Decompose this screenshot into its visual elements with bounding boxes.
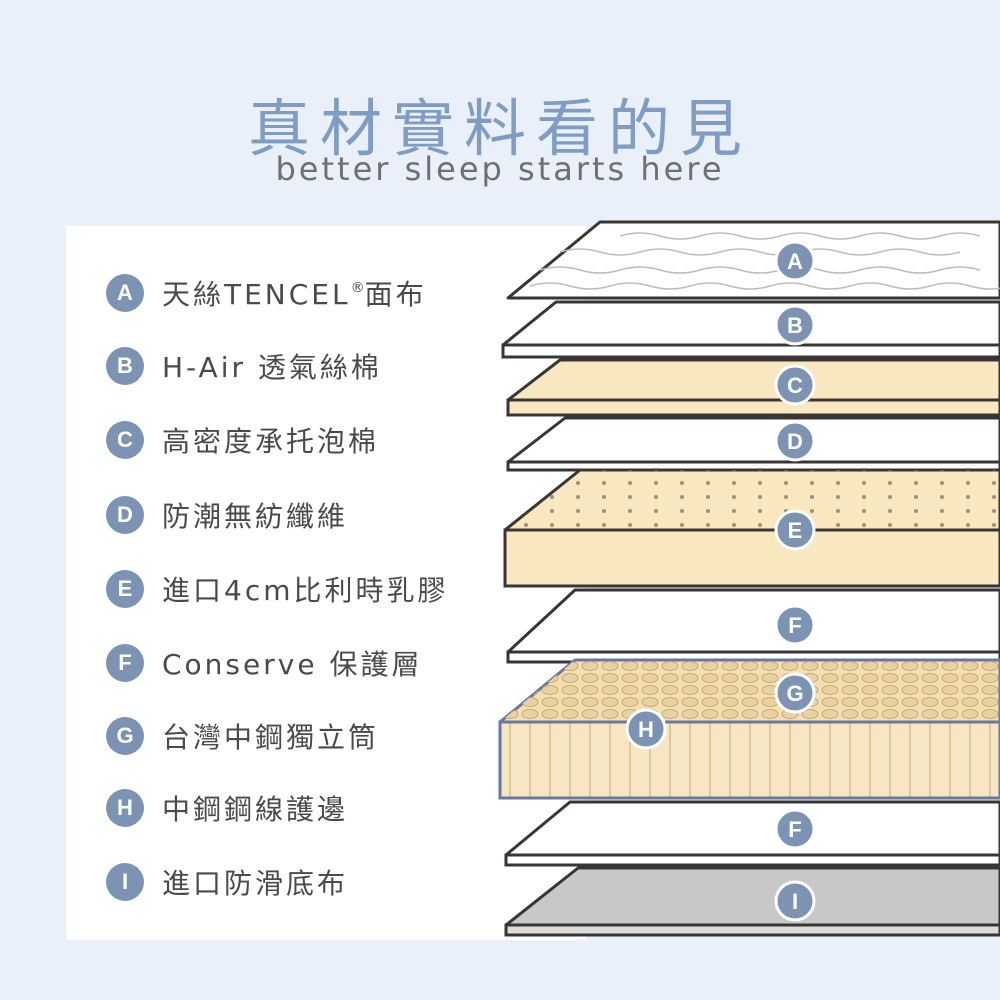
page-subtitle: better sleep starts here [275, 150, 725, 188]
layer-marker-f-bottom: F [774, 808, 816, 850]
legend-label-c: 高密度承托泡棉 [162, 425, 380, 458]
legend-item-b: B H-Air 透氣絲棉 [106, 346, 382, 386]
layer-g-springs [498, 658, 1000, 800]
layer-a-cover [506, 220, 1000, 300]
legend-item-a: A 天絲TENCEL®面布 [106, 273, 427, 313]
svg-text:I: I [792, 889, 798, 914]
layer-marker-h: H [625, 708, 667, 750]
legend-panel [66, 226, 586, 940]
badge-g: G [106, 717, 144, 755]
layer-marker-c: C [774, 364, 816, 406]
page-title: 真材實料看的見 [247, 92, 752, 165]
legend-label-f: Conserve 保護層 [162, 648, 423, 681]
legend-item-i: I 進口防滑底布 [106, 862, 348, 902]
svg-text:H: H [638, 717, 654, 742]
layer-c-foam [506, 358, 1000, 417]
svg-text:F: F [788, 817, 801, 842]
layer-f-conserve-bottom [504, 800, 1000, 867]
layer-f-conserve-top [506, 588, 1000, 664]
svg-text:A: A [787, 249, 803, 274]
layer-marker-e: E [774, 509, 816, 551]
badge-e: E [106, 570, 144, 608]
svg-text:B: B [787, 313, 803, 338]
legend-item-h: H 中鋼鋼線護邊 [106, 788, 348, 828]
badge-b: B [106, 347, 144, 385]
badge-h: H [106, 789, 144, 827]
layer-marker-g: G [774, 672, 816, 714]
layer-e-latex [503, 468, 1000, 588]
svg-text:E: E [788, 518, 803, 543]
legend-label-h: 中鋼鋼線護邊 [162, 793, 349, 826]
layer-b-silk [501, 300, 1000, 359]
layer-marker-b: B [774, 304, 816, 346]
legend-label-g: 台灣中鋼獨立筒 [162, 721, 380, 754]
badge-c: C [106, 421, 144, 459]
svg-text:C: C [787, 373, 803, 398]
badge-f: F [106, 644, 144, 682]
layer-marker-a: A [774, 240, 816, 282]
legend-item-d: D 防潮無紡纖維 [106, 495, 348, 535]
layer-d-fiber [506, 416, 1000, 472]
badge-d: D [106, 496, 144, 534]
badge-a: A [106, 274, 144, 312]
svg-text:D: D [787, 429, 803, 454]
legend-label-e: 進口4cm比利時乳膠 [162, 574, 449, 607]
legend-item-c: C 高密度承托泡棉 [106, 420, 379, 460]
legend-label-a: 天絲TENCEL®面布 [162, 278, 427, 311]
layer-i-bottom-fabric [504, 866, 1000, 937]
legend-label-b: H-Air 透氣絲棉 [162, 351, 382, 384]
legend-label-d: 防潮無紡纖維 [162, 500, 349, 533]
badge-i: I [106, 863, 144, 901]
legend-label-i: 進口防滑底布 [162, 867, 349, 900]
layer-marker-f-top: F [774, 604, 816, 646]
legend-item-f: F Conserve 保護層 [106, 643, 422, 683]
svg-text:G: G [786, 681, 803, 706]
layer-marker-i: I [774, 880, 816, 922]
legend-item-e: E 進口4cm比利時乳膠 [106, 569, 449, 609]
svg-text:F: F [788, 613, 801, 638]
layer-marker-d: D [774, 420, 816, 462]
legend-item-g: G 台灣中鋼獨立筒 [106, 716, 379, 756]
